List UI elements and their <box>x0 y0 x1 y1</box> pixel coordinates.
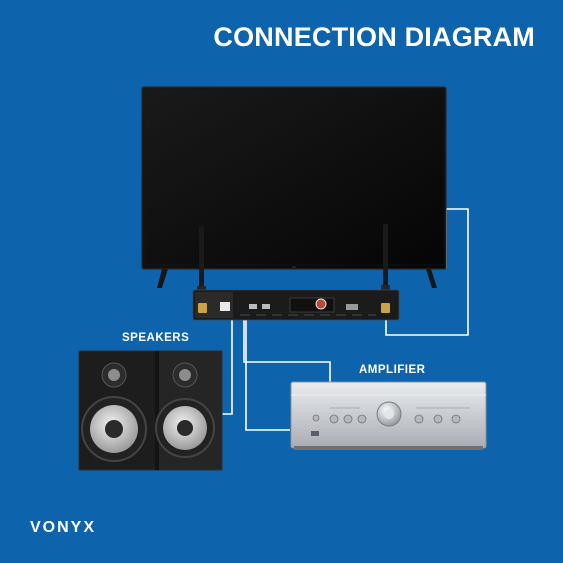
brand-logo: VONYX <box>30 519 97 536</box>
receiver-to-amplifier-line <box>243 318 331 382</box>
antenna-icon <box>197 224 390 292</box>
receiver-icon <box>192 224 400 321</box>
page-title: CONNECTION DIAGRAM <box>213 22 535 52</box>
amplifier-to-speakers-line <box>245 318 290 431</box>
amplifier-label: AMPLIFIER <box>359 364 426 376</box>
speakers-label: SPEAKERS <box>122 332 190 344</box>
tv-icon <box>141 86 447 288</box>
amplifier-icon <box>290 381 487 450</box>
speakers-icon <box>78 350 223 471</box>
receiver-to-speakers-line <box>222 318 233 415</box>
